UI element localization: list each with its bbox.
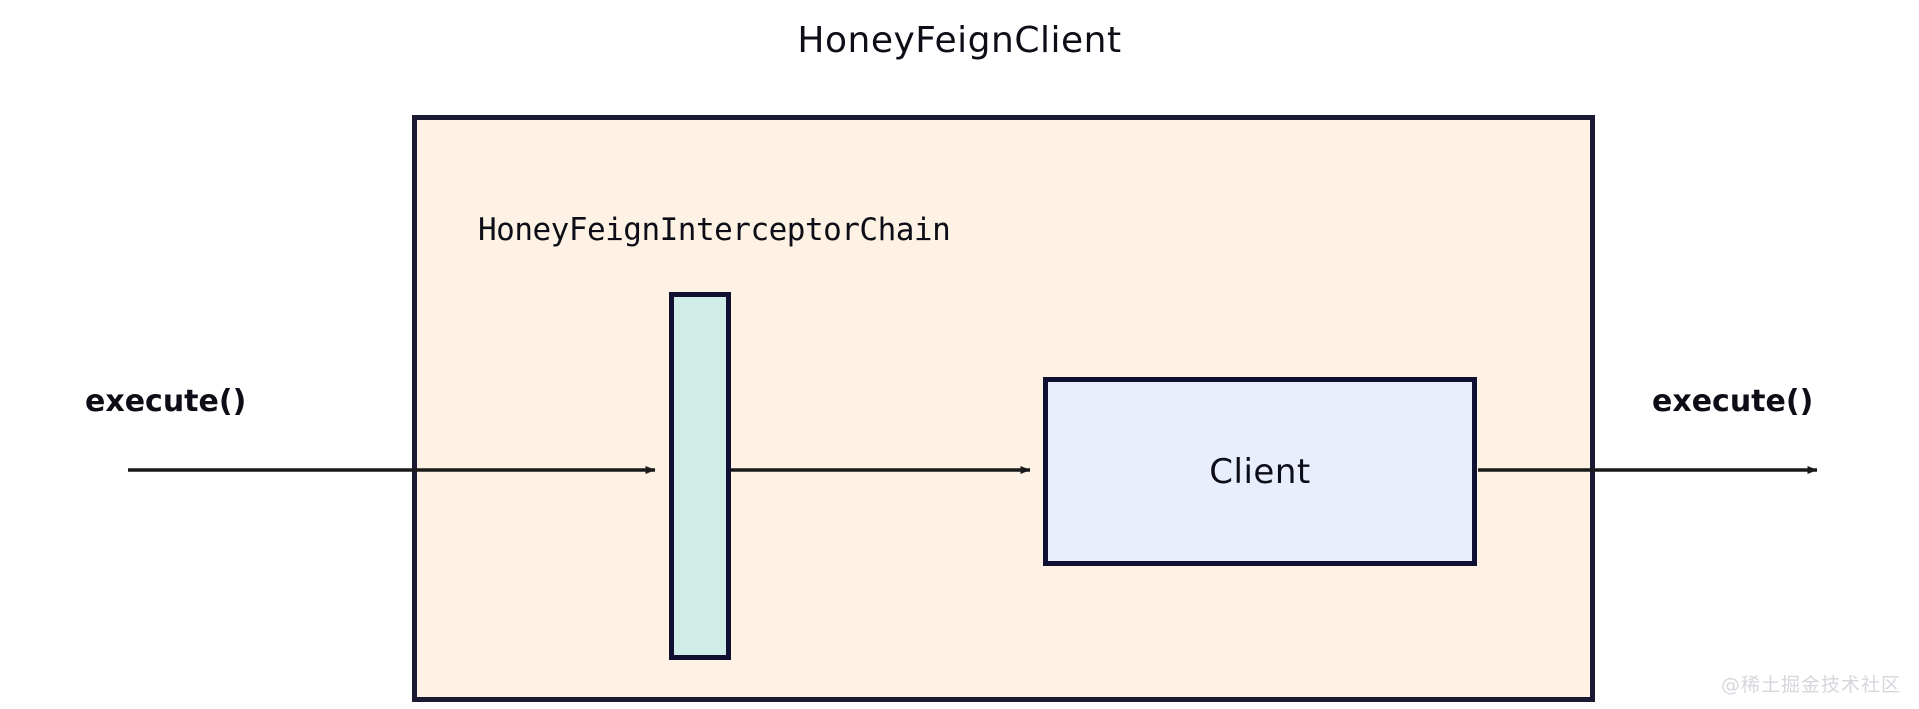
watermark: @稀土掘金技术社区 [1720, 674, 1901, 696]
outbound-execute-label: execute() [1652, 384, 1814, 419]
interceptor-chain-label: HoneyFeignInterceptorChain [478, 212, 951, 248]
interceptor-chain-bar [669, 292, 731, 660]
client-box-label: Client [1209, 451, 1311, 492]
page-title: HoneyFeignClient [797, 20, 1122, 61]
client-box: Client [1043, 377, 1477, 566]
inbound-execute-label: execute() [85, 384, 247, 419]
